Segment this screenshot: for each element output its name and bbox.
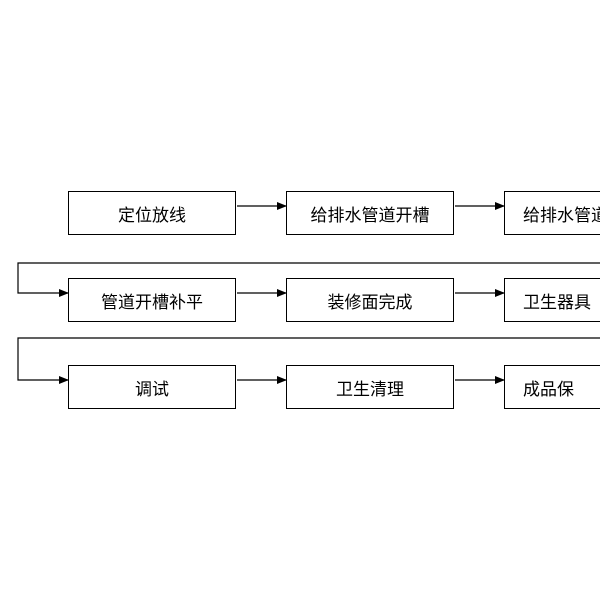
- step-box-r1-c1: 定位放线: [68, 191, 236, 235]
- step-box-r3-c1: 调试: [68, 365, 236, 409]
- step-box-r2-c1: 管道开槽补平: [68, 278, 236, 322]
- step-label: 成品保: [523, 379, 574, 400]
- step-box-r1-c3: 给排水管道: [504, 191, 600, 235]
- step-label: 给排水管道: [523, 205, 600, 226]
- wrap-connector-row2-row3: [17, 337, 600, 384]
- step-label: 卫生器具: [523, 292, 591, 313]
- step-box-r3-c3: 成品保: [504, 365, 600, 409]
- step-box-r2-c2: 装修面完成: [286, 278, 454, 322]
- step-box-r2-c3: 卫生器具: [504, 278, 600, 322]
- step-label: 卫生清理: [336, 379, 404, 400]
- step-label: 装修面完成: [327, 292, 413, 313]
- step-label: 给排水管道开槽: [310, 205, 430, 226]
- step-box-r3-c2: 卫生清理: [286, 365, 454, 409]
- step-box-r1-c2: 给排水管道开槽: [286, 191, 454, 235]
- step-label: 管道开槽补平: [101, 292, 203, 313]
- wrap-connector-row1-row2: [17, 262, 600, 297]
- step-label: 定位放线: [118, 205, 186, 226]
- step-label: 调试: [135, 379, 169, 400]
